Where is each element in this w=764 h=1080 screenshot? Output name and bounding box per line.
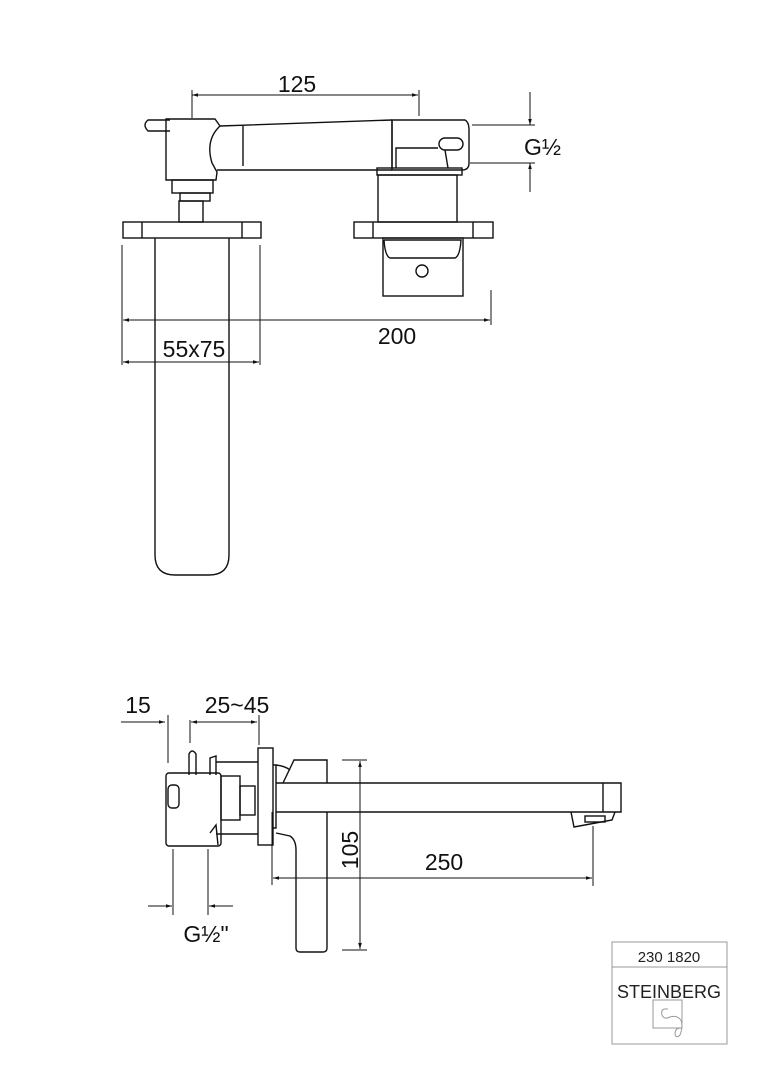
side-view: 15 25~45 105 250 G½"	[121, 692, 622, 953]
left-flange	[122, 221, 262, 239]
valve-body	[165, 772, 222, 847]
dim-thread-top: G½	[524, 134, 561, 160]
brand-logo-icon	[652, 999, 683, 1038]
wall-flange	[257, 747, 274, 846]
brand-name: STEINBERG	[617, 982, 721, 1002]
lever-body	[154, 238, 230, 576]
spout	[276, 782, 622, 813]
dim-inlet-thread: G½"	[183, 921, 228, 947]
dim-200: 200	[378, 323, 416, 349]
dim-55x75: 55x75	[163, 336, 226, 362]
title-block: 230 1820 STEINBERG	[611, 941, 728, 1045]
spout	[217, 119, 470, 223]
lever-handle	[144, 118, 221, 223]
top-view: 125 G½ 200 55x75	[121, 71, 561, 576]
dim-125: 125	[278, 71, 316, 97]
dim-105: 105	[337, 831, 363, 869]
article-number: 230 1820	[638, 949, 701, 966]
dim-25-45: 25~45	[205, 692, 270, 718]
side-lever	[275, 812, 328, 953]
dim-250: 250	[425, 849, 463, 875]
dim-15: 15	[125, 692, 151, 718]
right-flange	[353, 221, 494, 297]
